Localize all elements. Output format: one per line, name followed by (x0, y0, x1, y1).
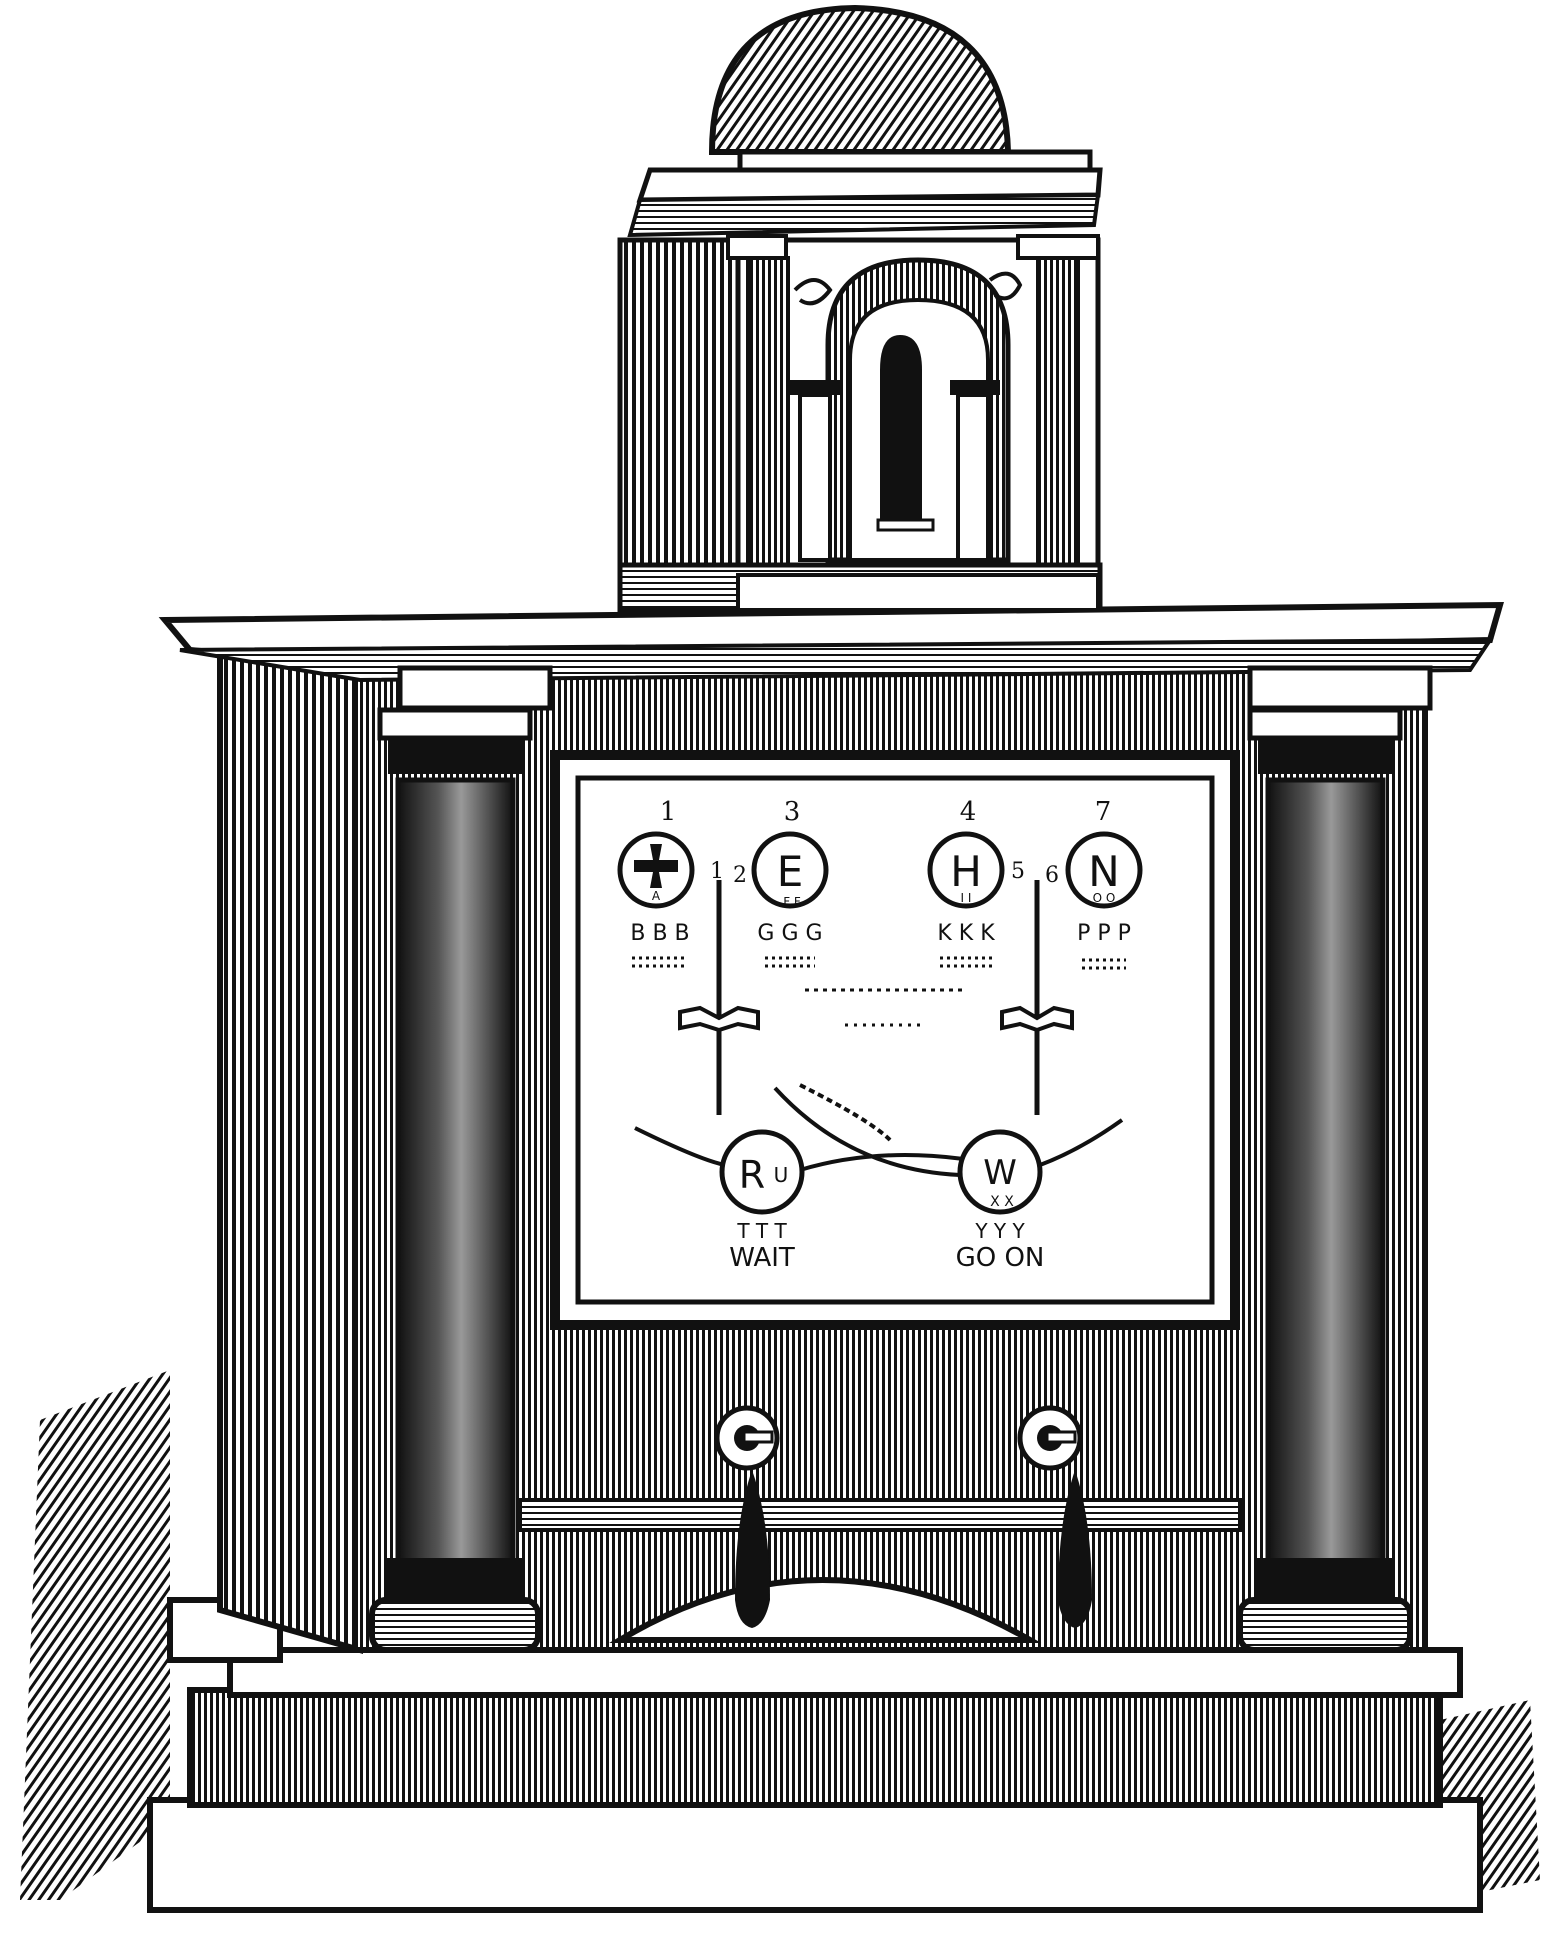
needle-number-1: 1 (710, 859, 724, 884)
cornice (158, 601, 1504, 711)
needle-icon (1000, 880, 1074, 1115)
letter-w: W (983, 1153, 1017, 1193)
cupola (617, 4, 1103, 613)
under-kkk: K K K (937, 921, 995, 946)
dial-face: 1 3 4 7 A E F F H I I N O O 1 2 5 6 B B … (617, 797, 1143, 1273)
word-wait: WAIT (729, 1243, 795, 1273)
letter-sub-xx: X X (990, 1194, 1014, 1210)
left-column (369, 707, 541, 1653)
under-ttt: T T T (736, 1219, 787, 1243)
under-yyy: Y Y Y (974, 1219, 1025, 1243)
needle-number-6: 6 (1045, 863, 1059, 888)
letter-n: N (1088, 847, 1119, 896)
handle-icon (1017, 1405, 1092, 1628)
under-ppp: P P P (1077, 921, 1131, 946)
letter-sub-u: U (774, 1163, 789, 1187)
letter-sub-ff: F F (783, 895, 801, 909)
handle-icon (714, 1405, 780, 1628)
needle-number-5: 5 (1011, 859, 1025, 884)
under-bbb: B B B (630, 921, 689, 946)
under-ggg: G G G (757, 921, 822, 946)
needle-number-2: 2 (733, 863, 747, 888)
dial-number-1: 1 (660, 797, 677, 827)
letter-sub-ii: I I (961, 891, 972, 905)
maltese-cross-icon (634, 844, 678, 888)
dial-number-7: 7 (1095, 797, 1112, 827)
needle-icon (678, 880, 760, 1115)
dial-number-4: 4 (960, 797, 977, 827)
ground-shadow (20, 1370, 1540, 1900)
letter-r: R (739, 1153, 765, 1197)
word-go-on: GO ON (956, 1243, 1045, 1273)
letter-e: E (777, 847, 804, 896)
letter-sub-a: A (652, 889, 661, 903)
base-plinth (147, 1597, 1483, 1913)
letter-sub-oo: O O (1093, 891, 1116, 905)
code-marks (632, 956, 1126, 1027)
dial-number-3: 3 (784, 797, 801, 827)
right-column (1237, 707, 1413, 1653)
letter-h: H (950, 847, 982, 896)
